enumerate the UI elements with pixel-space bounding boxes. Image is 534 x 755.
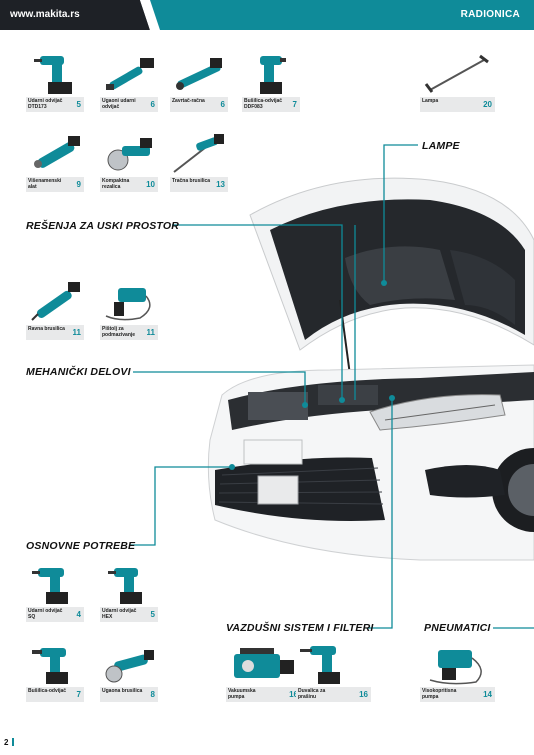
page-header: www.makita.rs RADIONICA bbox=[0, 0, 534, 30]
header-dark-band bbox=[0, 0, 150, 30]
inflator-icon bbox=[420, 640, 495, 686]
page-footer: 2 bbox=[4, 738, 15, 747]
heading-lampe: LAMPE bbox=[422, 140, 460, 152]
die-grinder-icon bbox=[26, 278, 84, 324]
impact-driver-icon bbox=[26, 50, 84, 96]
ratchet-icon bbox=[170, 50, 228, 96]
angle-impact-driver-icon bbox=[100, 50, 158, 96]
heading-osnovne: OSNOVNE POTREBE bbox=[26, 540, 136, 552]
drill-icon bbox=[26, 640, 84, 686]
heading-uski-prostor: REŠENJA ZA USKI PROSTOR bbox=[26, 220, 179, 232]
impact-wrench-icon bbox=[26, 560, 84, 606]
header-teal-band bbox=[150, 0, 534, 30]
multi-tool-icon bbox=[26, 130, 84, 176]
lamp-icon bbox=[420, 50, 495, 96]
drill-driver-icon bbox=[242, 50, 300, 96]
footer-accent-bar bbox=[12, 738, 15, 746]
section-title: RADIONICA bbox=[460, 9, 520, 20]
dust-blower-icon bbox=[296, 640, 371, 686]
heading-vazdusni: VAZDUŠNI SISTEM I FILTERI bbox=[226, 622, 374, 634]
vacuum-pump-icon bbox=[226, 640, 301, 686]
grease-gun-icon bbox=[100, 278, 158, 324]
impact-driver-hex-icon bbox=[100, 560, 158, 606]
heading-mehanicki: MEHANIČKI DELOVI bbox=[26, 366, 131, 378]
heading-pneumatici: PNEUMATICI bbox=[424, 622, 491, 634]
angle-grinder-icon bbox=[100, 640, 158, 686]
page-number: 2 bbox=[4, 738, 9, 747]
belt-sander-icon bbox=[170, 130, 228, 176]
compact-cutter-icon bbox=[100, 130, 158, 176]
website-link[interactable]: www.makita.rs bbox=[10, 9, 80, 20]
